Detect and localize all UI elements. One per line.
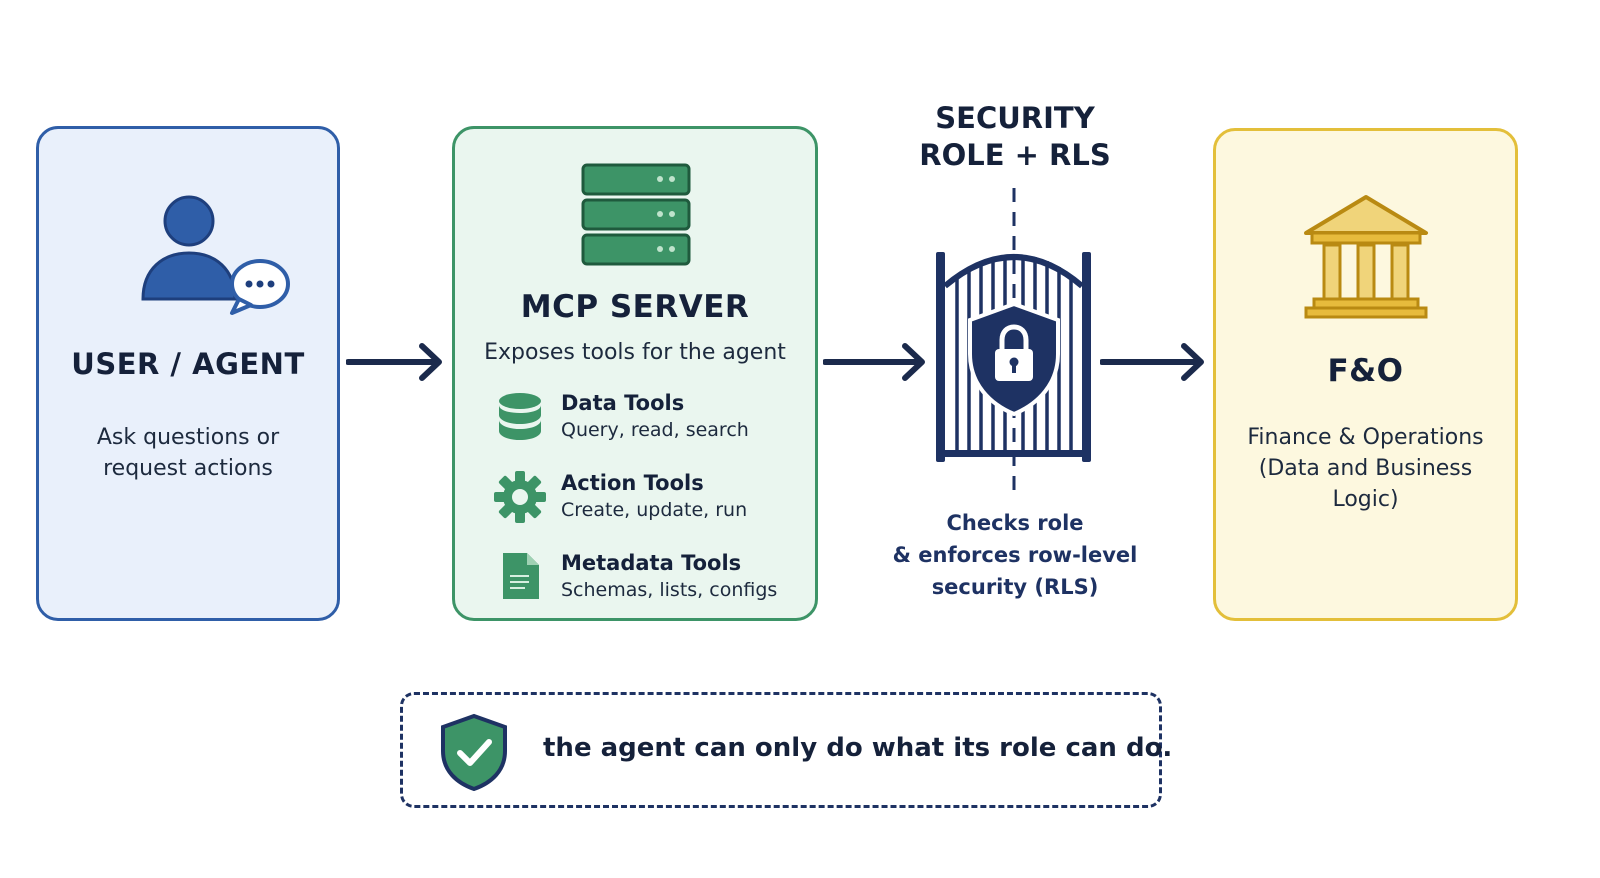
mcp-server-box: MCP SERVER Exposes tools for the agent D… [452,126,818,621]
user-agent-description-line1: Ask questions or [96,425,280,450]
fo-title: F&O [1327,353,1404,389]
tool-data-name: Data Tools [561,391,685,415]
arrow-mcp-to-security [823,343,925,381]
fo-description-line1: Finance & Operations [1247,425,1484,450]
tool-data: Data Tools Query, read, search [491,391,811,451]
bank-building-icon [1304,195,1428,319]
tool-action: Action Tools Create, update, run [491,471,811,531]
tool-action-description: Create, update, run [561,499,748,521]
tool-metadata-name: Metadata Tools [561,551,742,575]
tool-metadata-description: Schemas, lists, configs [561,579,778,601]
gate-shield-lock-icon [936,188,1091,496]
security-description: Checks role & enforces row-level securit… [880,507,1150,603]
fo-description-line2: (Data and Business [1258,456,1473,481]
database-icon [499,393,541,440]
fo-description-line3: Logic) [1332,487,1399,512]
security-description-line1: Checks role [946,511,1084,535]
tool-metadata: Metadata Tools Schemas, lists, configs [491,551,811,611]
banner-text: the agent can only do what its role can … [543,733,1173,763]
arrow-security-to-fo [1100,343,1204,381]
gear-icon [494,471,546,523]
security-description-line2: & enforces row-level [892,543,1138,567]
user-chat-icon [141,195,290,315]
arrow-user-to-mcp [346,343,442,381]
tool-action-name: Action Tools [561,471,704,495]
document-icon [503,553,539,599]
shield-check-icon [441,713,507,791]
fo-box: F&O Finance & Operations (Data and Busin… [1213,128,1518,621]
security-title-line1: SECURITY [935,101,1095,135]
user-agent-description-line2: request actions [103,456,273,481]
role-banner: the agent can only do what its role can … [400,692,1172,808]
security-title-line2: ROLE + RLS [919,138,1111,172]
security-description-line3: security (RLS) [931,575,1099,599]
security-title: SECURITY ROLE + RLS [890,100,1140,174]
server-stack-icon [581,163,691,266]
tool-data-description: Query, read, search [561,419,749,441]
user-agent-box: USER / AGENT Ask questions or request ac… [36,126,340,621]
mcp-server-title: MCP SERVER [520,289,750,325]
mcp-server-subtitle: Exposes tools for the agent [484,340,786,365]
user-agent-title: USER / AGENT [71,347,305,381]
